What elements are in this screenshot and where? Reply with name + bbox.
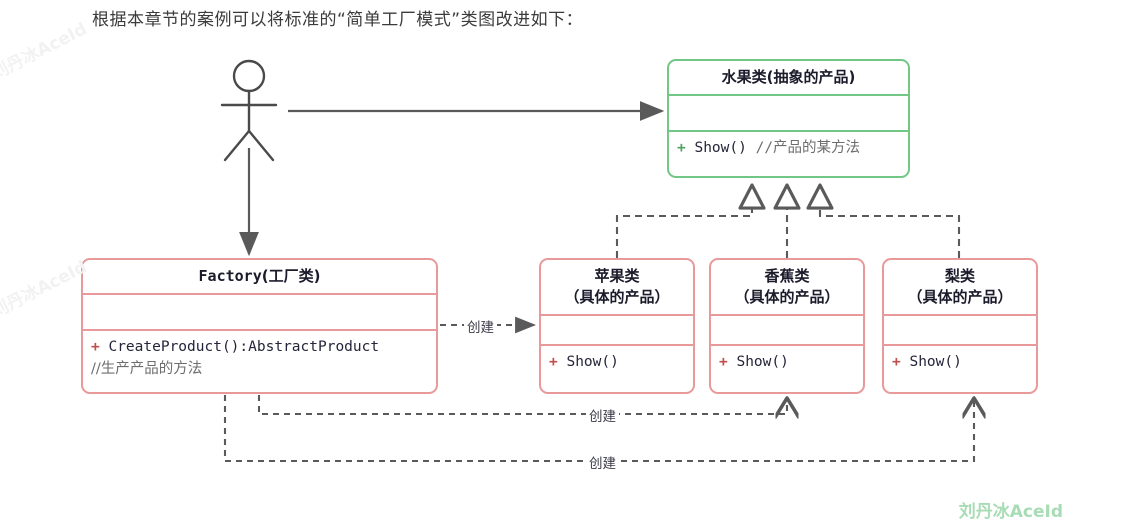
watermark-corner: 刘丹冰AceId — [958, 502, 1063, 522]
class-attributes-factory — [83, 293, 436, 329]
class-attributes-apple — [541, 314, 693, 344]
class-methods-apple: + Show() — [541, 344, 693, 379]
class-title-factory: Factory(工厂类) — [83, 260, 436, 293]
visibility-marker: + — [677, 140, 686, 156]
class-methods-banana: + Show() — [711, 344, 863, 379]
class-title-banana-line2: （具体的产品） — [734, 288, 840, 306]
method-name: Show() — [694, 140, 747, 156]
method-name: CreateProduct():AbstractProduct — [108, 339, 380, 355]
class-attributes-abstract-product — [669, 94, 908, 130]
watermark-faint-2: 刘丹冰AceId — [0, 257, 91, 323]
class-box-abstract-product[interactable]: 水果类(抽象的产品) + Show() //产品的某方法 — [667, 59, 910, 178]
class-title-apple-line2: （具体的产品） — [564, 288, 670, 306]
class-box-factory[interactable]: Factory(工厂类) + CreateProduct():AbstractP… — [81, 258, 438, 394]
class-title-factory-cjk: (工厂类) — [261, 267, 321, 285]
class-attributes-pear — [884, 314, 1036, 344]
edge-label-create-pear: 创建 — [586, 452, 619, 472]
class-methods-abstract-product: + Show() //产品的某方法 — [669, 130, 908, 165]
class-title-banana-line1: 香蕉类 — [764, 267, 810, 285]
class-title-banana: 香蕉类 （具体的产品） — [711, 260, 863, 314]
page-title: 根据本章节的案例可以将标准的“简单工厂模式”类图改进如下： — [92, 10, 584, 30]
class-title-apple: 苹果类 （具体的产品） — [541, 260, 693, 314]
class-box-apple[interactable]: 苹果类 （具体的产品） + Show() — [539, 258, 695, 394]
class-title-apple-line1: 苹果类 — [594, 267, 640, 285]
watermark-faint-1: 刘丹冰AceId — [0, 19, 91, 85]
class-title-abstract-product: 水果类(抽象的产品) — [721, 68, 856, 86]
visibility-marker: + — [91, 339, 100, 355]
method-name: Show() — [909, 354, 962, 370]
edge-realization-apple — [615, 183, 766, 258]
method-comment: //生产产品的方法 — [91, 361, 203, 377]
class-methods-pear: + Show() — [884, 344, 1036, 379]
edge-create-banana — [257, 395, 787, 414]
actor-stick-figure — [220, 59, 278, 162]
class-title-pear-line2: （具体的产品） — [907, 288, 1013, 306]
class-title-pear: 梨类 （具体的产品） — [884, 260, 1036, 314]
class-attributes-banana — [711, 314, 863, 344]
method-comment: //产品的某方法 — [755, 140, 861, 156]
visibility-marker: + — [549, 354, 558, 370]
class-methods-factory: + CreateProduct():AbstractProduct //生产产品… — [83, 329, 436, 386]
visibility-marker: + — [892, 354, 901, 370]
edge-label-create-apple: 创建 — [464, 316, 497, 336]
visibility-marker: + — [719, 354, 728, 370]
class-title-pear-line1: 梨类 — [944, 267, 975, 285]
class-box-pear[interactable]: 梨类 （具体的产品） + Show() — [882, 258, 1038, 394]
edge-realization-pear — [806, 183, 961, 258]
class-box-banana[interactable]: 香蕉类 （具体的产品） + Show() — [709, 258, 865, 394]
edge-label-create-banana: 创建 — [586, 405, 619, 425]
method-name: Show() — [736, 354, 789, 370]
class-title-factory-mono: Factory — [198, 267, 262, 285]
method-name: Show() — [566, 354, 619, 370]
